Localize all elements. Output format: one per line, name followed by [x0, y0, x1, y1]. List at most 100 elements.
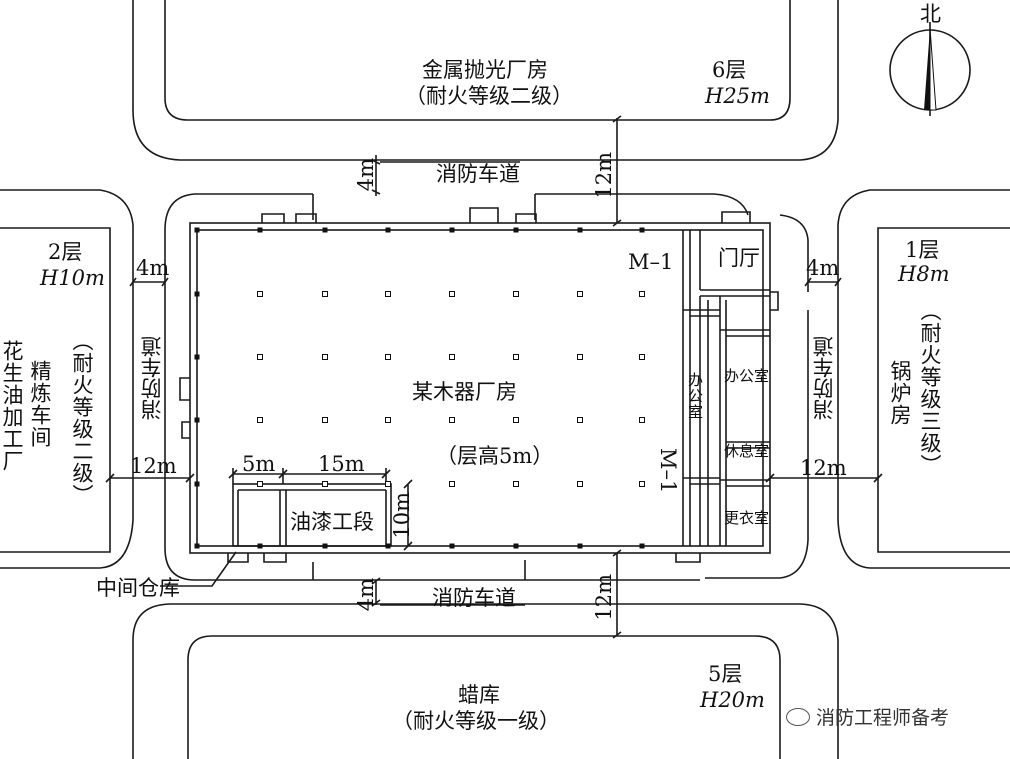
- door-notches-east: [770, 291, 779, 311]
- room-locker: 更衣室: [724, 509, 770, 527]
- column-marker: [257, 227, 263, 233]
- dim-paint-a-label: 5m: [242, 452, 276, 476]
- block-south-outline: [187, 635, 781, 759]
- column-marker: [385, 354, 391, 360]
- north-building-name: 金属抛光厂房: [422, 58, 548, 82]
- column-marker: [385, 227, 391, 233]
- column-marker: [257, 417, 263, 423]
- dim-north-road-label: 4m: [354, 158, 378, 192]
- wechat-icon: [786, 708, 810, 726]
- west-building-rating: （耐火等级二级）: [70, 330, 94, 506]
- column-marker: [322, 481, 328, 487]
- west-building-name: 花生油加工厂: [0, 340, 24, 472]
- paint-partition: [237, 489, 387, 546]
- main-building-height: （层高5m）: [436, 444, 554, 468]
- column-marker: [385, 417, 391, 423]
- curb-ne: [837, 189, 1010, 569]
- watermark-text: 消防工程师备考: [816, 707, 950, 729]
- column-marker: [639, 481, 645, 487]
- column-marker: [513, 543, 519, 549]
- main-building-name: 某木器厂房: [412, 380, 517, 404]
- road-inner-ring-s: [164, 230, 700, 581]
- column-marker: [449, 417, 455, 423]
- column-marker: [194, 481, 200, 487]
- dim-west-road-label: 4m: [136, 256, 170, 280]
- west-building-height: H10m: [40, 266, 105, 290]
- dim-paint-top: [228, 468, 391, 484]
- column-marker: [577, 354, 583, 360]
- column-marker: [322, 354, 328, 360]
- west-building-name2: 精炼车间: [28, 360, 52, 448]
- column-marker: [194, 543, 200, 549]
- dim-east-gap: [765, 473, 883, 483]
- north-label: 北: [920, 2, 941, 26]
- column-marker: [194, 291, 200, 297]
- column-marker: [513, 481, 519, 487]
- annex-walls: [682, 230, 770, 546]
- curb-nw: [0, 189, 134, 569]
- dim-paint-b-label: 15m: [318, 452, 365, 476]
- dim-south-road: [371, 577, 525, 607]
- column-marker: [513, 417, 519, 423]
- dim-south-road-label: 4m: [354, 578, 378, 612]
- column-marker: [385, 543, 391, 549]
- column-marker: [385, 481, 391, 487]
- room-lobby: 门厅: [718, 246, 760, 270]
- road-inner-ring: [164, 193, 749, 231]
- block-east-outline: [877, 227, 1010, 553]
- column-marker: [257, 291, 263, 297]
- dim-east-road-label: 4m: [806, 256, 840, 280]
- road-inner-ring-e: [705, 214, 809, 579]
- dim-east-gap-label: 12m: [800, 456, 847, 480]
- main-building-inner: [196, 229, 764, 547]
- north-building-floors: 6层: [712, 58, 747, 82]
- column-marker: [513, 291, 519, 297]
- dim-east-road: [804, 277, 842, 287]
- dim-west-road: [129, 277, 169, 287]
- column-marker: [322, 291, 328, 297]
- column-marker: [322, 543, 328, 549]
- column-marker: [639, 417, 645, 423]
- south-building-floors: 5层: [708, 662, 743, 686]
- fire-road-south: 消防车道: [432, 586, 516, 610]
- column-marker: [639, 227, 645, 233]
- paint-section-wall: [232, 483, 392, 547]
- column-marker: [639, 354, 645, 360]
- dim-north-gap-label: 12m: [592, 152, 616, 199]
- door-notches-west: [179, 377, 190, 439]
- column-marker: [577, 417, 583, 423]
- column-marker: [194, 354, 200, 360]
- column-marker: [257, 543, 263, 549]
- column-marker: [257, 481, 263, 487]
- column-marker: [322, 417, 328, 423]
- column-marker: [639, 291, 645, 297]
- column-marker: [449, 354, 455, 360]
- door-m1-top: M–1: [628, 250, 674, 274]
- north-building-height: H25m: [705, 84, 770, 108]
- column-marker: [577, 543, 583, 549]
- column-marker: [449, 481, 455, 487]
- column-grid: [194, 227, 645, 549]
- dim-south-gap: [612, 549, 622, 639]
- curb-n-inner: [132, 0, 839, 161]
- column-marker: [513, 227, 519, 233]
- block-north-outline: [164, 0, 791, 121]
- south-building-rating: （耐火等级一级）: [392, 709, 560, 733]
- dim-paint-side: [403, 479, 413, 551]
- curb-s-inner: [132, 603, 839, 759]
- column-marker: [257, 354, 263, 360]
- room-paint: 油漆工段: [290, 510, 374, 534]
- storage-leader: [160, 551, 237, 587]
- dim-paint-h-label: 10m: [390, 492, 414, 539]
- column-marker: [449, 543, 455, 549]
- dim-west-gap: [105, 473, 195, 483]
- dim-north-gap: [612, 115, 622, 227]
- door-notches-top: [261, 207, 751, 223]
- column-marker: [449, 227, 455, 233]
- column-marker: [194, 227, 200, 233]
- block-west-outline: [0, 227, 111, 553]
- north-building-rating: （耐火等级二级）: [405, 84, 573, 108]
- south-building-name: 蜡库: [458, 683, 500, 707]
- column-marker: [639, 543, 645, 549]
